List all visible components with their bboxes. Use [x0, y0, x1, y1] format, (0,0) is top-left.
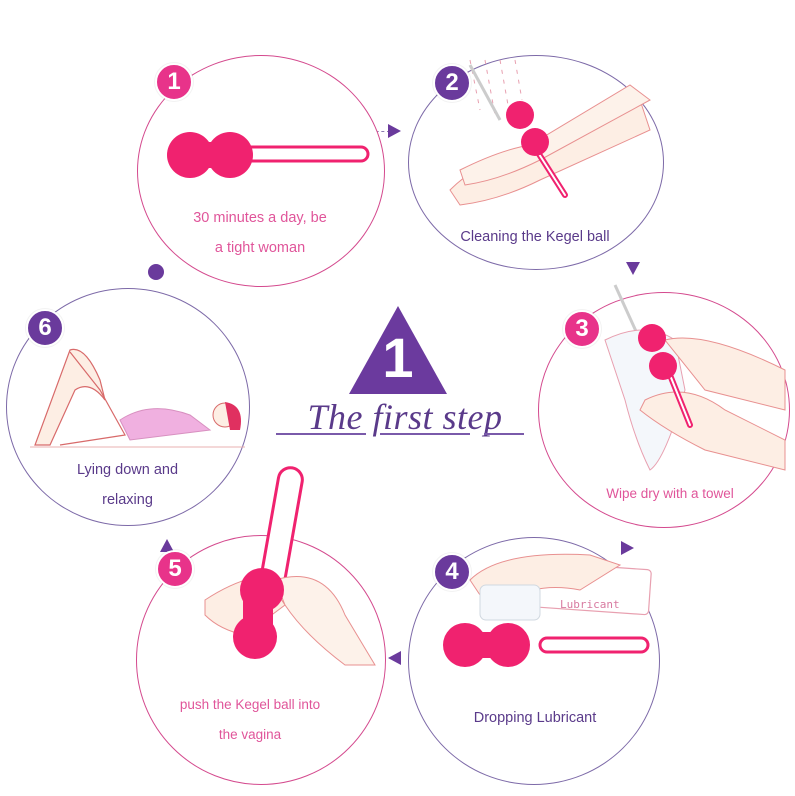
title-underline: [484, 433, 524, 435]
step-3-badge: 3: [563, 310, 601, 348]
step-4-badge: 4: [433, 553, 471, 591]
arrow-right-icon: [621, 541, 634, 555]
hand-holding-kegel-icon: [204, 466, 376, 666]
arrow-down-icon: [626, 262, 640, 275]
arrow-right-icon: [388, 124, 401, 138]
step-2-caption: Cleaning the Kegel ball: [460, 229, 610, 245]
kegel-balls-icon: [167, 132, 370, 178]
arrow-left-icon: [388, 651, 401, 665]
step-triangle-icon: [349, 306, 447, 394]
title-underline: [380, 433, 470, 435]
connector-dot-icon: [148, 264, 164, 280]
step-2-badge: 2: [433, 64, 471, 102]
towel-drying-icon: [604, 284, 786, 471]
arrow-up-icon: [160, 539, 174, 552]
step-4-caption: Dropping Lubricant: [473, 710, 597, 726]
step-1-caption: 30 minutes a day, be a tight woman: [193, 210, 327, 256]
step-5-caption: push the Kegel ball into the vagina: [179, 697, 321, 742]
connector-1-2: [370, 131, 390, 132]
step-5-badge: 5: [156, 550, 194, 588]
lubricant-label: Lubricant: [560, 598, 620, 611]
step-6-badge: 6: [26, 309, 64, 347]
woman-lying-down-icon: [30, 348, 245, 448]
step-3-caption: Wipe dry with a towel: [606, 486, 734, 501]
title-underline: [276, 433, 366, 435]
lubricant-icon: Lubricant: [443, 553, 652, 667]
washing-hands-icon: [449, 59, 651, 206]
step-6-caption: Lying down and relaxing: [76, 462, 179, 508]
step-1-badge: 1: [155, 63, 193, 101]
page-title: The first step: [307, 397, 503, 437]
title-step-number: 1: [382, 326, 414, 389]
